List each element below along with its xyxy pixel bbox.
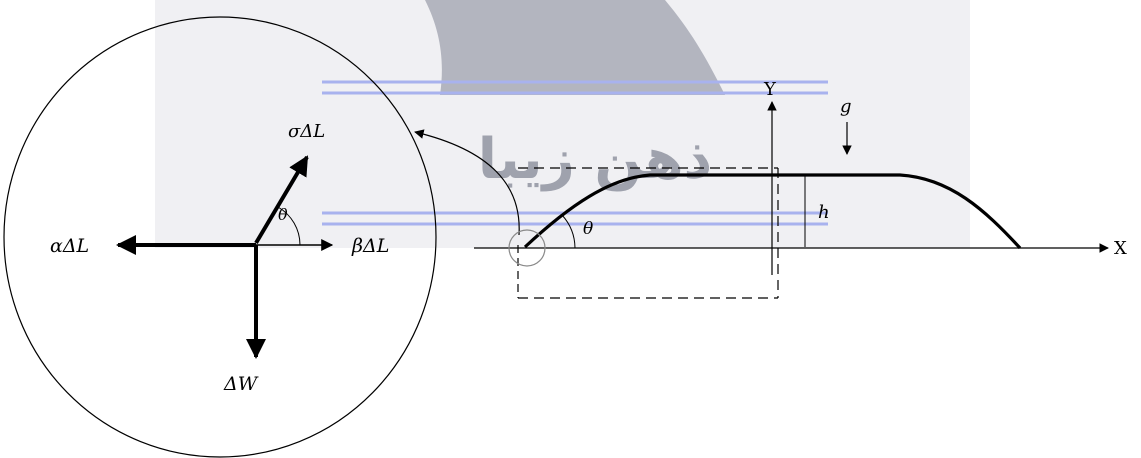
dashed-region — [517, 167, 779, 299]
watermark-swoosh — [425, 0, 725, 95]
magnified-circle — [3, 16, 437, 458]
meniscus-curve — [523, 173, 1022, 250]
y-axis-label: Y — [763, 79, 777, 100]
beta-force-label: βΔL — [351, 235, 389, 257]
gravity-label: g — [840, 96, 852, 117]
sigma-force-arrow — [254, 155, 309, 245]
contact-point-circle — [508, 229, 546, 267]
watermark-text: ذهن زیبا — [478, 127, 713, 192]
magnify-pointer-arrow — [414, 129, 520, 236]
watermark: ذهن زیبا — [155, 0, 970, 248]
free-body-circle: σΔL αΔL βΔL ΔW θ — [3, 16, 437, 458]
weight-label: ΔW — [223, 373, 259, 395]
alpha-force-label: αΔL — [50, 235, 89, 257]
x-axis-label: X — [1114, 238, 1127, 259]
theta-arc-circle — [277, 206, 301, 246]
height-label: h — [818, 202, 830, 223]
theta-slope-label: θ — [583, 219, 593, 239]
sigma-force-label: σΔL — [288, 121, 325, 142]
theta-circle-label: θ — [278, 205, 288, 224]
theta-arc-slope — [561, 214, 576, 249]
axes: X Y — [474, 79, 1127, 275]
